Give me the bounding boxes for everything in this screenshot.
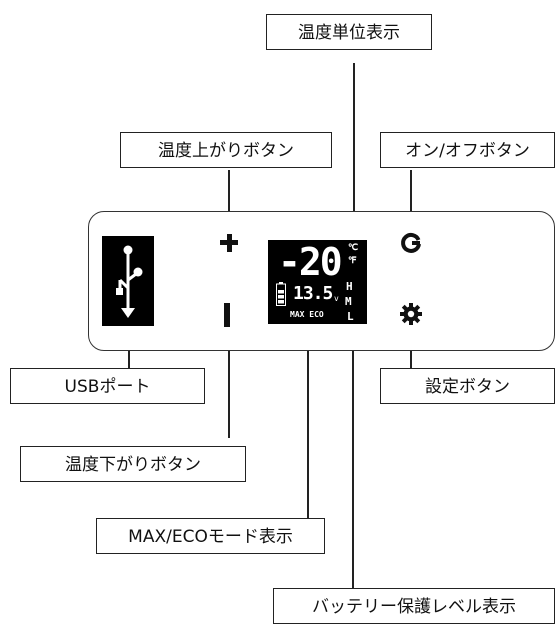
leader-line-temp-up [228, 170, 230, 230]
callout-temp-unit-display: 温度単位表示 [266, 14, 432, 50]
temp-down-button[interactable] [224, 303, 230, 327]
level-low: L [347, 310, 354, 323]
leader-line-power [410, 170, 412, 230]
unit-celsius: ℃ [348, 243, 359, 253]
callout-battery-protect-display: バッテリー保護レベル表示 [273, 588, 555, 624]
unit-fahrenheit: ℉ [348, 256, 357, 266]
voltage-readout: 13.5 [293, 283, 333, 304]
temperature-readout: -20 [278, 240, 343, 284]
level-medium: M [345, 295, 352, 308]
level-high: H [346, 280, 353, 293]
power-button[interactable] [399, 231, 423, 255]
leader-line-temp-down [228, 326, 230, 438]
callout-mode-display: MAX/ECOモード表示 [96, 518, 325, 554]
callout-settings-button: 設定ボタン [380, 368, 555, 404]
leader-line-battery [352, 318, 354, 590]
callout-usb-port: USBポート [10, 368, 205, 404]
gear-icon [400, 303, 422, 325]
callout-power-button: オン/オフボタン [380, 132, 555, 168]
mode-readout: MAX ECO [290, 310, 324, 319]
usb-icon [116, 245, 143, 318]
usb-port [102, 236, 154, 326]
lcd-display [268, 240, 367, 324]
settings-button[interactable] [399, 302, 423, 326]
leader-line-temp-unit [353, 63, 355, 255]
power-icon [401, 232, 421, 253]
battery-icon [276, 282, 286, 306]
callout-temp-down-button: 温度下がりボタン [20, 446, 246, 482]
voltage-unit: v [334, 294, 339, 303]
callout-temp-up-button: 温度上がりボタン [120, 132, 332, 168]
leader-line-mode [307, 320, 309, 518]
